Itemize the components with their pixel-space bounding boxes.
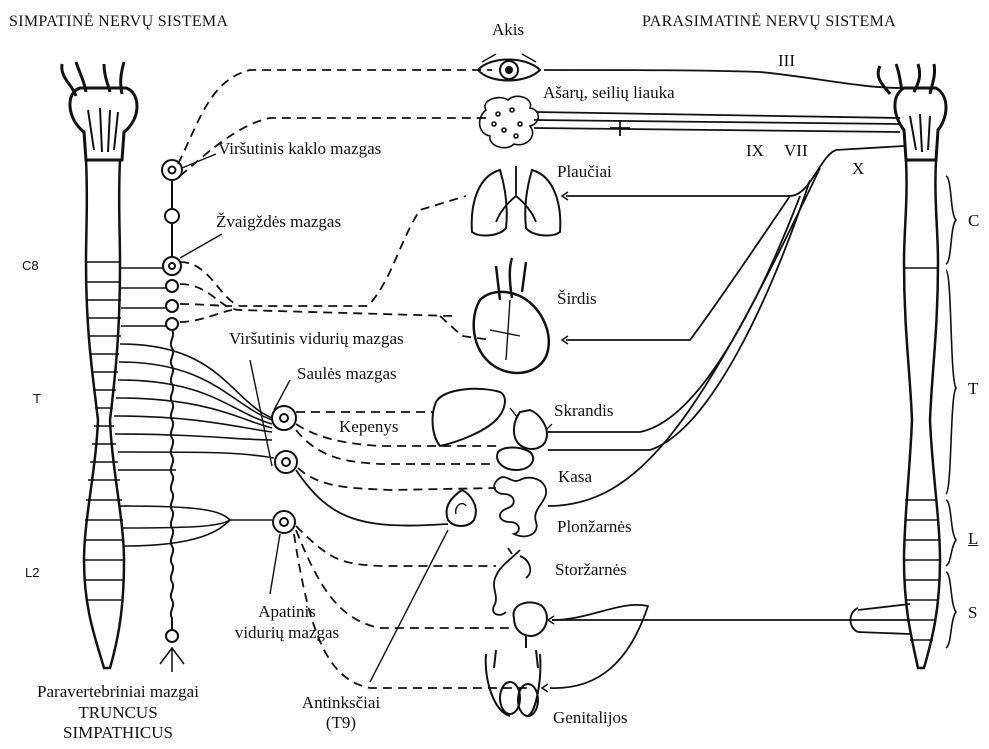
organ-adrenal-label: Antinksčiai (T9): [281, 693, 401, 734]
trunk-caption: Paravertebriniai mazgai TRUNCUS SIMPATHI…: [4, 682, 232, 744]
sympathetic-trunk: [160, 160, 184, 672]
right-spinal-cord: [878, 64, 946, 668]
superior-cervical-ganglion-label: Viršutinis kaklo mazgas: [218, 140, 381, 157]
sympathetic-title: SIMPATINĖ NERVŲ SISTEMA: [9, 14, 228, 30]
trunk-caption-line1: Paravertebriniai mazgai: [4, 682, 232, 703]
region-s-label: S: [968, 604, 977, 621]
inferior-mesenteric-ganglion-label: Apatinis vidurių mazgas: [214, 602, 360, 643]
level-c8-label: C8: [22, 259, 39, 272]
eye-shape: [478, 54, 540, 81]
stellate-ganglion-label: Žvaigždės mazgas: [216, 213, 341, 230]
adrenal-line1: Antinksčiai: [281, 693, 401, 713]
liver-shape: [433, 389, 505, 446]
superior-mesenteric-ganglion-label: Viršutinis vidurių mazgas: [229, 330, 404, 347]
trunk-caption-line3: SIMPATHICUS: [4, 723, 232, 744]
genitals-shape: [486, 650, 541, 716]
stomach-shape: [510, 408, 552, 449]
level-t-label: T: [33, 392, 41, 405]
region-t-label: T: [968, 380, 978, 397]
organ-heart-label: Širdis: [557, 290, 597, 307]
pancreas-shape: [497, 448, 533, 471]
organ-gland-label: Ašarų, seilių liauka: [543, 84, 675, 101]
organ-liver-label: Kepenys: [339, 418, 398, 435]
nerve-ix-label: IX: [746, 142, 764, 159]
inferior-mesenteric-line2: vidurių mazgas: [214, 623, 360, 644]
left-spinal-cord: [62, 62, 137, 668]
nerve-vii-label: VII: [784, 142, 808, 159]
organ-genitals-label: Genitalijos: [553, 709, 628, 726]
nerve-iii-label: III: [778, 52, 795, 69]
organ-large-intestine-label: Storžarnės: [555, 561, 627, 578]
gland-shape: [480, 96, 539, 147]
adrenal-line2: (T9): [281, 713, 401, 733]
region-l-label: L: [968, 530, 978, 547]
parasympathetic-title: PARASIMATINĖ NERVŲ SISTEMA: [642, 14, 896, 30]
lungs-shape: [472, 166, 561, 235]
heart-shape: [474, 258, 549, 373]
large-intestine-shape: [493, 548, 530, 615]
organ-pancreas-label: Kasa: [558, 468, 592, 485]
inferior-mesenteric-line1: Apatinis: [214, 602, 360, 623]
small-intestine-shape: [494, 477, 546, 536]
adrenal-shape: [447, 490, 476, 526]
organ-stomach-label: Skrandis: [554, 402, 614, 419]
nerve-x-label: X: [852, 160, 864, 177]
celiac-ganglion-label: Saulės mazgas: [297, 365, 397, 382]
organ-lungs-label: Plaučiai: [557, 163, 612, 180]
organ-small-intestine-label: Plonžarnės: [557, 518, 632, 535]
region-braces: [946, 176, 956, 648]
trunk-caption-line2: TRUNCUS: [4, 703, 232, 724]
organ-eye-label: Akis: [492, 21, 524, 38]
prevertebral-ganglia: [272, 406, 297, 533]
region-c-label: C: [968, 212, 979, 229]
bladder-shape: [513, 602, 546, 648]
adrenal-fiber: [296, 470, 448, 526]
level-l2-label: L2: [25, 566, 39, 579]
